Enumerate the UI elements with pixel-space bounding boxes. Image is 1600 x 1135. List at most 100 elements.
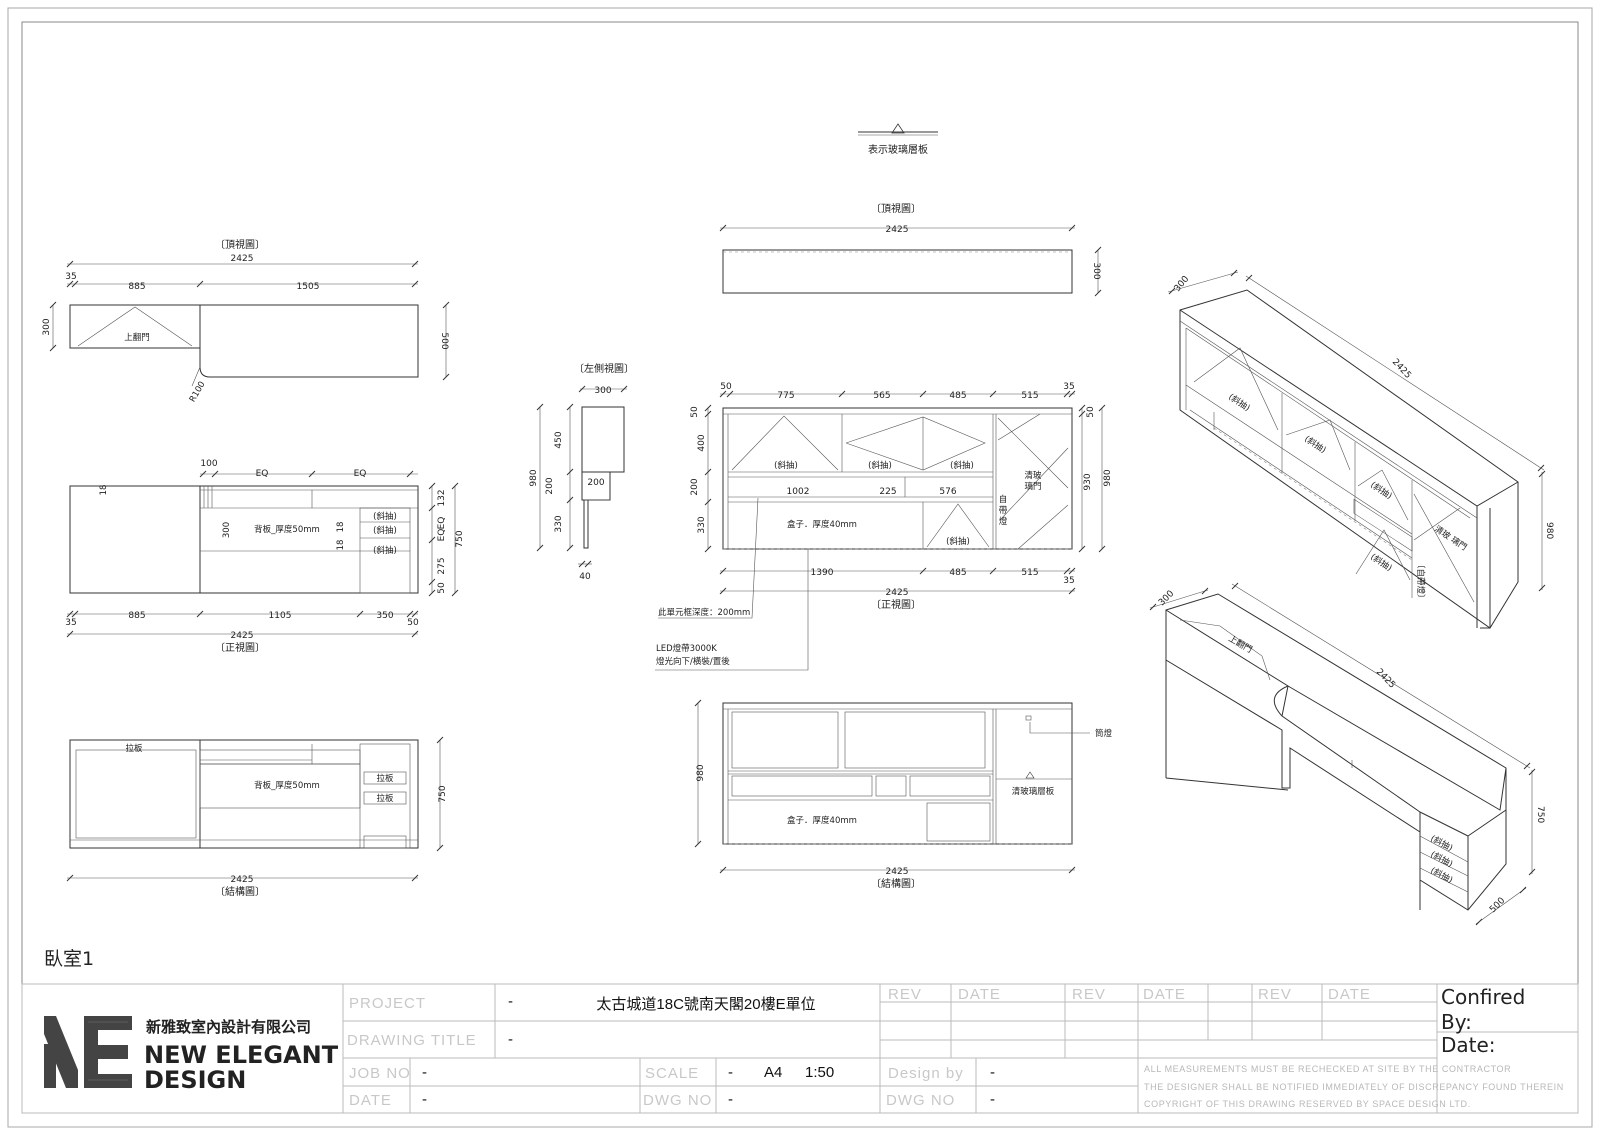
desk-struct-pull-board-3: 拉板 [376,793,394,804]
desk-struct-backboard: 背板_厚度50mm [254,780,320,791]
cabinet-top-depth: 300 [1091,262,1101,279]
cab-front-caption: 〔正視圖〕 [871,598,921,611]
project-label: PROJECT [349,995,426,1012]
scale-paper: A4 [764,1064,782,1081]
cab-struct-overall: 2425 [886,867,909,877]
dwg-no2-label: DWG NO [886,1092,955,1109]
cab-frame-depth-note: 此單元框深度：200mm [658,607,750,618]
cab-box-label: 盒子．厚度40mm [787,519,857,530]
desk-struct-caption: 〔結構圖〕 [215,885,265,898]
rev-date-label-1: DATE [958,986,1001,1003]
desk-top-view: 〔頂視圖〕 2425 35 885 1505 上翻門 R100 300 500 [42,238,450,404]
room-label: 臥室1 [44,948,94,970]
desk-front-bottom-35: 35 [65,618,76,628]
desk-front-right-132: 132 [437,489,447,506]
desk-front-bottom-1105: 1105 [269,611,292,621]
cab-drawer-3: (斜抽) [950,460,974,471]
desk-struct-pull-board-1: 拉板 [125,743,143,754]
side-dim-330: 330 [554,515,564,532]
glass-shelf-legend-text: 表示玻璃層板 [868,143,928,156]
cab-mid-1002: 1002 [787,487,810,497]
cab-struct-spotlight: 筒燈 [1095,728,1113,739]
project-value: 太古城道18C號南天閣20樓E單位 [596,996,815,1013]
rev-date-label-3: DATE [1328,986,1371,1003]
rev-date-label-2: DATE [1143,986,1186,1003]
desk-front-bottom-50: 50 [407,618,419,628]
desk-backboard-label: 背板_厚度50mm [254,524,320,535]
cab-mid-225: 225 [879,487,896,497]
title-block: 新雅致室內設計有限公司 NEW ELEGANT DESIGN PROJECT -… [21,983,1579,1114]
company-name-en-1: NEW ELEGANT [144,1041,339,1069]
cab-left-50: 50 [690,406,700,418]
desk-front-right-50: 50 [437,582,447,594]
desk-front-right-eq1: EQ [437,517,447,530]
design-by-value: - [990,1064,995,1081]
cab-struct-caption: 〔結構圖〕 [871,877,921,890]
iso-upper-glass-door: 清玻 璃門 [1432,523,1469,553]
desk-top-edge: 35 [65,272,76,282]
desk-drawer-3: (斜抽) [373,545,397,556]
cab-top-485: 485 [949,391,966,401]
date-value: - [422,1091,427,1108]
company-name-cn: 新雅致室內設計有限公司 [146,1018,311,1036]
iso-upper-drawer-2: (斜抽) [1302,433,1328,455]
dwg-no-value: - [728,1091,733,1108]
design-by-label: Design by [888,1065,964,1082]
cabinet-top-overall: 2425 [886,225,909,235]
desk-front-view: 100 EQ EQ 18 18 18 背板_厚度50mm 300 (斜抽) (斜… [65,459,465,654]
iso-lower-desk: 上翻門 (斜抽) (斜抽) (斜抽) 300 2425 750 500 [1149,582,1545,926]
cab-bottom-515: 515 [1021,568,1038,578]
desk-top-overall: 2425 [231,254,254,264]
desk-top-depth-left: 300 [42,318,52,335]
desk-front-bottom-885: 885 [128,611,145,621]
iso-upper-auto-light: 〔自帶燈〕 [1415,560,1426,603]
cab-drawer-2: (斜抽) [868,460,892,471]
inner-border [21,21,1579,1114]
cab-drawer-1: (斜抽) [774,460,798,471]
cab-front-overall: 2425 [886,588,909,598]
desk-top-view-caption: 〔頂視圖〕 [215,238,265,251]
desk-front-dim-eq2: EQ [354,469,367,479]
desk-front-height: 750 [455,530,465,547]
desk-front-thick-left: 18 [99,485,109,496]
desk-struct-height: 750 [438,785,448,802]
iso-lower-depth: 300 [1157,589,1176,608]
job-no-label: JOB NO [349,1065,411,1082]
confirmed-date-label: Date: [1441,1033,1496,1057]
cab-top-515: 515 [1021,391,1038,401]
project-dash: - [508,993,513,1010]
desk-front-overall: 2425 [231,631,254,641]
desk-drawer-2: (斜抽) [373,525,397,536]
job-no-value: - [422,1064,427,1081]
cabinet-structure-view: 清玻璃層板 盒子．厚度40mm 筒燈 980 2425 〔結構圖〕 [694,699,1113,890]
left-side-caption: 〔左側視圖〕 [574,362,634,375]
iso-upper-cabinet: (斜抽) (斜抽) (斜抽) (斜抽) 清玻 璃門 〔自帶燈〕 300 2425… [1167,269,1554,629]
side-total: 980 [529,469,539,486]
iso-upper-drawer-3: (斜抽) [1368,479,1394,501]
dwg-no2-value: - [990,1091,995,1108]
date-label: DATE [349,1092,392,1109]
cab-bottom-485: 485 [949,568,966,578]
cab-left-200: 200 [690,478,700,495]
desk-front-thick-mid2: 18 [336,540,346,551]
desk-top-seg-right: 1505 [297,282,320,292]
cab-drawer-4: (斜抽) [946,536,970,547]
desk-front-right-275: 275 [437,557,447,574]
desk-struct-overall: 2425 [231,875,254,885]
outer-border [7,7,1593,1128]
desk-top-depth-right: 500 [439,332,449,349]
disclaimer-2: THE DESIGNER SHALL BE NOTIFIED IMMEDIATE… [1144,1082,1564,1092]
iso-lower-flip-door: 上翻門 [1227,634,1254,655]
iso-lower-drawer-3: (斜抽) [1429,865,1455,886]
cabinet-top-caption: 〔頂視圖〕 [871,202,921,215]
iso-upper-depth: 300 [1173,274,1192,294]
side-inner: 200 [587,478,604,488]
iso-lower-length: 2425 [1374,667,1397,690]
iso-upper-height: 980 [1544,522,1554,539]
rev-label-3: REV [1258,986,1292,1003]
left-side-view: 〔左側視圖〕 300 200 450 200 330 980 40 [529,362,634,582]
rev-label-1: REV [888,986,922,1003]
desk-front-thick-mid: 18 [336,522,346,533]
company-logo [44,1016,132,1088]
